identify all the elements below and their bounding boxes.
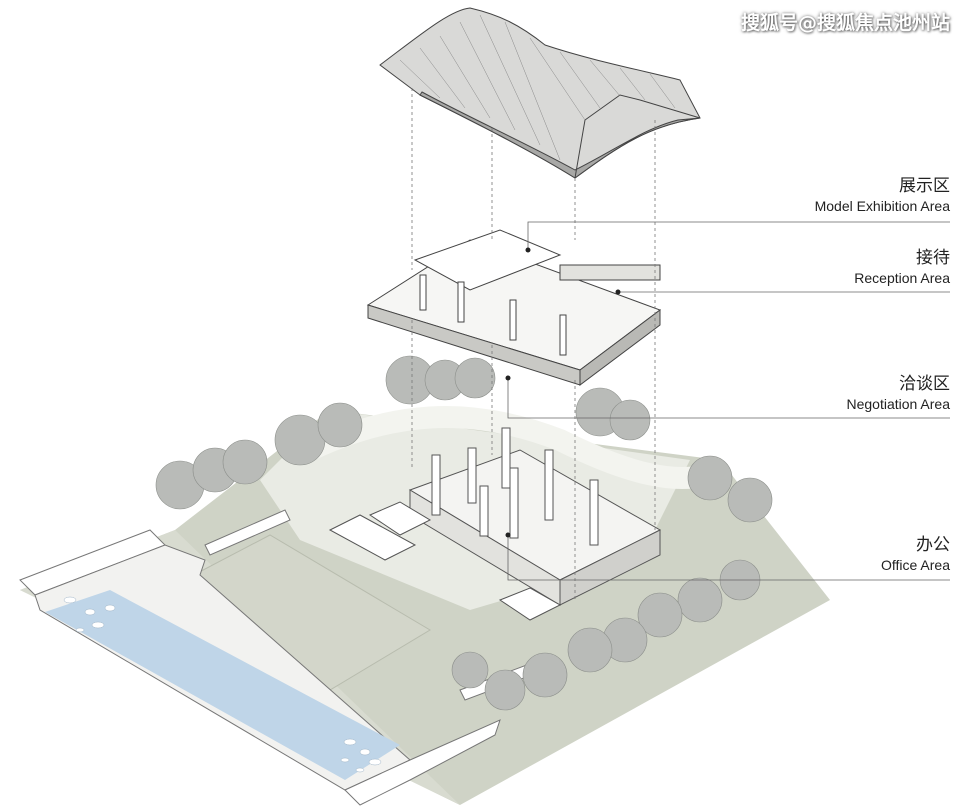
watermark: 搜狐号@搜狐焦点池州站: [740, 12, 950, 34]
callout-negotiation-zh: 洽谈区: [899, 374, 950, 394]
leader-lines: [507, 221, 950, 581]
curved-path: [295, 406, 725, 490]
callout-exhibition-zh: 展示区: [899, 176, 950, 196]
callout-office-en: Office Area: [880, 557, 950, 573]
callout-negotiation: 洽谈区 Negotiation Area: [846, 373, 950, 414]
callout-negotiation-en: Negotiation Area: [846, 396, 950, 412]
projection-lines: [411, 88, 656, 600]
office-floor-structure: [328, 427, 662, 621]
callout-office: 办公 Office Area: [881, 534, 950, 575]
callout-reception-zh: 接待: [916, 248, 950, 268]
leader-dots: [505, 247, 621, 538]
trees: [155, 355, 773, 711]
roof: [379, 7, 701, 179]
callout-office-zh: 办公: [916, 535, 950, 555]
callout-exhibition-en: Model Exhibition Area: [814, 198, 950, 214]
callout-exhibition: 展示区 Model Exhibition Area: [815, 175, 950, 216]
reception-floor-plate: [366, 229, 662, 386]
callout-reception-en: Reception Area: [854, 270, 950, 286]
water-pool: [19, 529, 501, 806]
callout-reception: 接待 Reception Area: [854, 247, 950, 288]
